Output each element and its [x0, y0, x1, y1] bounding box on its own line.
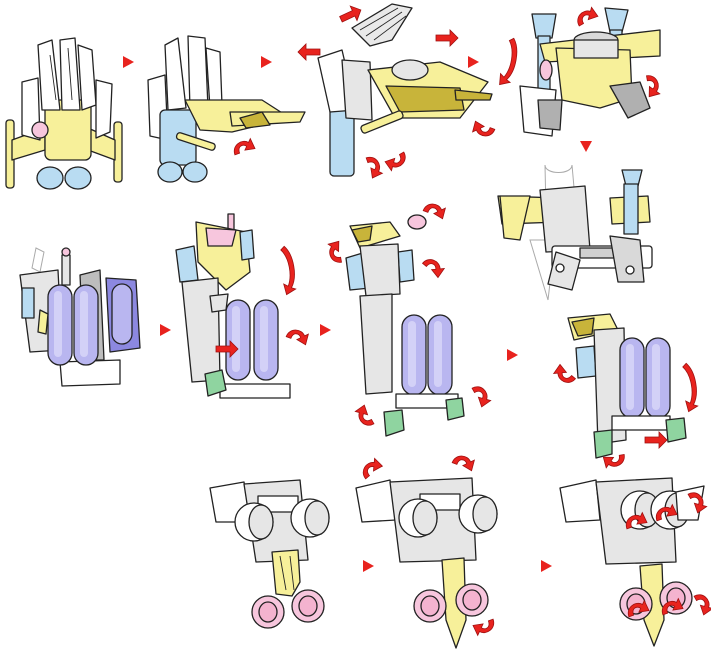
step-5-figure: [497, 164, 653, 301]
motion-arrow: [285, 326, 310, 346]
flow-arrow-1: [123, 56, 134, 68]
motion-arrow: [358, 457, 383, 481]
motion-arrow: [421, 255, 446, 278]
step-8-figure: [345, 214, 465, 437]
motion-arrow: [645, 73, 661, 98]
motion-arrow: [552, 364, 577, 387]
step-11-figure: [355, 477, 498, 649]
step-10-figure: [209, 479, 330, 629]
flow-arrow-3: [468, 56, 479, 68]
motion-arrow: [364, 154, 384, 179]
flow-arrow-6: [320, 324, 331, 336]
flow-arrow-7: [507, 349, 518, 361]
motion-arrow: [327, 240, 343, 265]
motion-arrow: [470, 382, 492, 408]
step-6-figure: [19, 247, 141, 387]
motion-arrow: [678, 361, 701, 413]
motion-arrow: [354, 404, 376, 430]
motion-arrow: [276, 244, 299, 296]
step-1-figure: [5, 37, 123, 190]
flow-arrow-5: [160, 324, 171, 336]
motion-arrow: [451, 452, 476, 472]
motion-arrow: [435, 29, 459, 47]
flow-arrow-2: [261, 56, 272, 68]
flow-arrow-4: [580, 141, 592, 152]
step-9-figure: [567, 313, 687, 459]
flow-arrow-9: [541, 560, 552, 572]
motion-arrow: [573, 6, 599, 28]
flow-arrow-8: [363, 560, 374, 572]
motion-arrow: [422, 200, 447, 220]
motion-arrow: [384, 150, 410, 172]
step-12-figure: [559, 477, 705, 647]
step-4-figure: [519, 7, 661, 137]
motion-arrow: [498, 36, 521, 88]
motion-arrow: [472, 617, 497, 637]
step-7-figure: [175, 213, 291, 399]
motion-arrow: [471, 120, 496, 140]
motion-arrow: [231, 137, 256, 157]
motion-arrow: [297, 43, 321, 61]
motion-arrow: [644, 431, 668, 449]
motion-arrow: [692, 590, 711, 616]
step-2-figure: [147, 35, 306, 183]
step-3-figure: [317, 3, 493, 177]
